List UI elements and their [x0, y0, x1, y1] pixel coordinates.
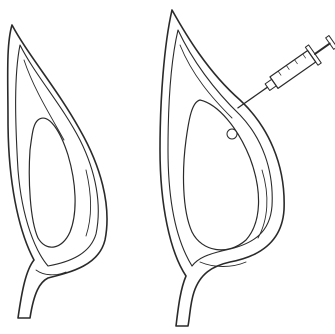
syringe-icon: [232, 32, 335, 117]
tissue-left: [16, 45, 99, 266]
implant-left: [29, 118, 75, 247]
skin-layer-right: [160, 10, 284, 326]
tissue-right: [168, 30, 272, 266]
panel-after: [160, 10, 284, 326]
injection-port: [227, 129, 237, 139]
panel-before: [8, 25, 107, 318]
implant-right: [184, 100, 259, 250]
